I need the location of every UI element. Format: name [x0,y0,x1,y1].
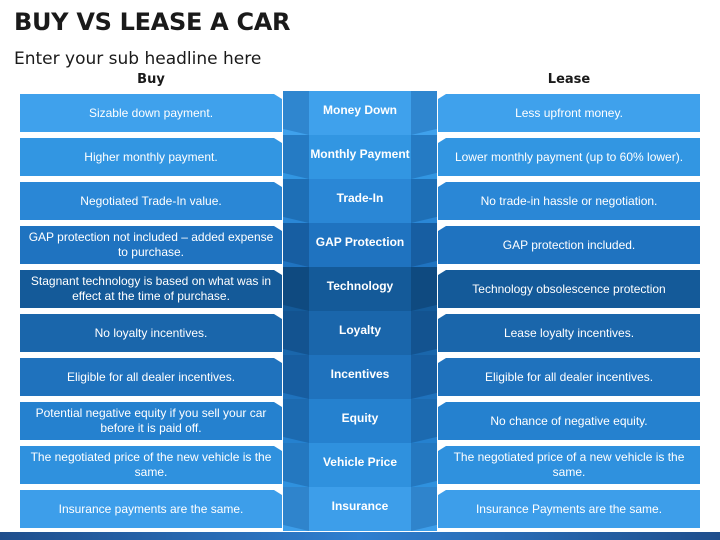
banner-fold-right [411,487,437,531]
lease-cell: Eligible for all dealer incentives. [438,358,700,396]
feature-label: Incentives [330,366,390,381]
feature-label: Insurance [331,498,389,513]
lease-cell: Technology obsolescence protection [438,270,700,308]
banner-fold-right [411,399,437,443]
page-title: BUY VS LEASE A CAR [14,8,291,36]
banner-fold-left [283,487,309,531]
lease-cell: Lower monthly payment (up to 60% lower). [438,138,700,176]
feature-label: Monthly Payment [310,146,410,161]
lease-cell: Lease loyalty incentives. [438,314,700,352]
comparison-rows: Sizable down payment. Money Down Less upfr… [0,91,720,531]
feature-label: Trade-In [336,190,384,205]
comparison-row: Negotiated Trade-In value. Trade-In No tra… [0,179,720,223]
banner-fold-left [283,355,309,399]
comparison-row: Insurance payments are the same. Insuranc… [0,487,720,531]
column-header-lease: Lease [547,72,591,87]
feature-label: Vehicle Price [322,454,398,469]
lease-cell: Insurance Payments are the same. [438,490,700,528]
banner-fold-right [411,91,437,135]
feature-banner: Insurance [283,487,437,531]
comparison-row: Eligible for all dealer incentives. Incen… [0,355,720,399]
feature-label: Equity [341,410,379,425]
banner-fold-left [283,443,309,487]
lease-cell: Less upfront money. [438,94,700,132]
feature-banner: Incentives [283,355,437,399]
feature-banner: Monthly Payment [283,135,437,179]
lease-cell: No chance of negative equity. [438,402,700,440]
feature-banner: Equity [283,399,437,443]
banner-fold-left [283,91,309,135]
comparison-row: GAP protection not included – added expe… [0,223,720,267]
banner-fold-right [411,135,437,179]
banner-fold-left [283,179,309,223]
lease-cell: No trade-in hassle or negotiation. [438,182,700,220]
feature-label: Technology [326,278,394,293]
comparison-row: Stagnant technology is based on what was… [0,267,720,311]
comparison-row: Higher monthly payment. Monthly Payment Lo… [0,135,720,179]
feature-label: Loyalty [338,322,381,337]
banner-fold-right [411,443,437,487]
feature-label: GAP Protection [315,234,405,249]
page-subtitle: Enter your sub headline here [14,49,262,69]
buy-cell: Higher monthly payment. [20,138,282,176]
banner-fold-left [283,399,309,443]
feature-label: Money Down [323,102,397,117]
buy-cell: GAP protection not included – added expe… [20,226,282,264]
comparison-row: The negotiated price of the new vehicle … [0,443,720,487]
buy-cell: The negotiated price of the new vehicle … [20,446,282,484]
lease-cell: GAP protection included. [438,226,700,264]
bottom-accent-strip [0,532,720,540]
buy-cell: Negotiated Trade-In value. [20,182,282,220]
buy-cell: Stagnant technology is based on what was… [20,270,282,308]
buy-cell: Insurance payments are the same. [20,490,282,528]
banner-fold-left [283,267,309,311]
banner-fold-right [411,267,437,311]
feature-banner: Technology [283,267,437,311]
comparison-row: Sizable down payment. Money Down Less upfr… [0,91,720,135]
buy-cell: Sizable down payment. [20,94,282,132]
feature-banner: Trade-In [283,179,437,223]
banner-fold-left [283,135,309,179]
feature-banner: Loyalty [283,311,437,355]
column-header-buy: Buy [137,72,165,87]
feature-banner: GAP Protection [283,223,437,267]
comparison-row: No loyalty incentives. Loyalty Lease loyal… [0,311,720,355]
banner-fold-right [411,311,437,355]
banner-fold-right [411,179,437,223]
banner-fold-left [283,223,309,267]
banner-fold-right [411,355,437,399]
feature-banner: Money Down [283,91,437,135]
banner-fold-right [411,223,437,267]
feature-banner: Vehicle Price [283,443,437,487]
comparison-row: Potential negative equity if you sell yo… [0,399,720,443]
buy-cell: No loyalty incentives. [20,314,282,352]
banner-fold-left [283,311,309,355]
lease-cell: The negotiated price of a new vehicle is… [438,446,700,484]
buy-cell: Potential negative equity if you sell yo… [20,402,282,440]
buy-cell: Eligible for all dealer incentives. [20,358,282,396]
